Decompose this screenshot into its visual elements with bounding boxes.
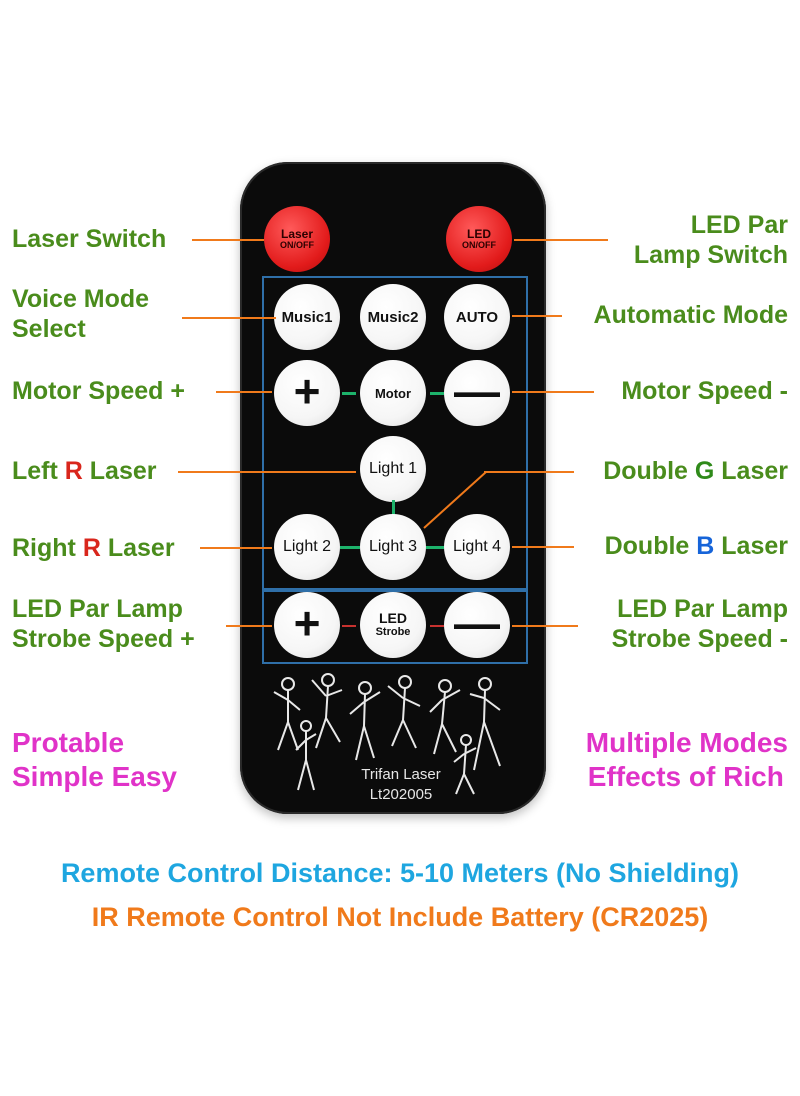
leader-double-b-laser xyxy=(512,546,574,548)
label-led-par-line2: Lamp Switch xyxy=(633,241,788,269)
label-led-par-line1: LED Par xyxy=(690,211,788,239)
double-b-pre: Double xyxy=(604,532,697,560)
led-strobe-sublabel: Strobe xyxy=(375,626,411,638)
motor-label: Motor xyxy=(374,385,412,401)
light1-button[interactable]: Light 1 xyxy=(360,436,426,502)
led-strobe-label: LED xyxy=(379,610,407,626)
strobe-speed-minus-button[interactable]: — xyxy=(444,592,510,658)
leader-motor-speed-minus xyxy=(512,391,594,393)
label-motor-speed-plus: Motor Speed + xyxy=(12,377,185,405)
model-number: Lt202005 xyxy=(369,786,433,803)
double-b-post: Laser xyxy=(714,532,788,560)
label-double-b-laser: Double B Laser xyxy=(605,531,788,561)
laser-button-sublabel: ON/OFF xyxy=(280,240,314,250)
light4-button[interactable]: Light 4 xyxy=(444,514,510,580)
leader-double-g-diagonal xyxy=(423,471,487,529)
music1-button[interactable]: Music1 xyxy=(274,284,340,350)
light1-label: Light 1 xyxy=(368,460,418,477)
leader-voice-mode xyxy=(182,317,276,319)
label-voice-mode-line1: Voice Mode xyxy=(12,285,150,313)
brand-name: Trifan Laser xyxy=(361,766,441,783)
remote-control: Laser ON/OFF LED ON/OFF Music1 Music2 AU… xyxy=(240,162,546,814)
light4-connector xyxy=(426,546,444,549)
label-strobe-plus-line1: LED Par Lamp xyxy=(12,595,183,623)
led-button-sublabel: ON/OFF xyxy=(462,240,496,250)
led-button-label: LED xyxy=(467,227,491,241)
plus-icon: + xyxy=(293,597,321,649)
motor-speed-minus-button[interactable]: — xyxy=(444,360,510,426)
label-motor-speed-minus: Motor Speed - xyxy=(621,377,788,405)
led-strobe-button[interactable]: LED Strobe xyxy=(360,592,426,658)
minus-icon: — xyxy=(454,365,500,417)
motor-left-arrow xyxy=(342,392,356,395)
label-strobe-minus: LED Par Lamp Strobe Speed - xyxy=(612,594,788,654)
light3-button[interactable]: Light 3 xyxy=(360,514,426,580)
strobe-right-arrow xyxy=(430,625,444,627)
right-r-letter: R xyxy=(82,534,101,562)
strobe-left-arrow xyxy=(342,625,356,627)
label-right-r-laser: Right R Laser xyxy=(12,533,175,563)
light4-label: Light 4 xyxy=(452,538,502,555)
label-strobe-plus-line2: Strobe Speed + xyxy=(12,625,195,653)
leader-double-g-laser xyxy=(484,471,574,473)
label-strobe-minus-line2: Strobe Speed - xyxy=(611,625,788,653)
motor-button[interactable]: Motor xyxy=(360,360,426,426)
right-r-post: Laser xyxy=(100,534,175,562)
label-multiple-modes: Multiple Modes Effects of Rich xyxy=(586,726,788,794)
label-led-par-lamp-switch: LED Par Lamp Switch xyxy=(634,210,788,270)
leader-motor-speed-plus xyxy=(216,391,272,393)
double-b-letter: B xyxy=(696,532,715,560)
minus-icon: — xyxy=(454,597,500,649)
light1-connector xyxy=(392,500,395,516)
leader-strobe-minus xyxy=(512,625,578,627)
music2-button[interactable]: Music2 xyxy=(360,284,426,350)
label-voice-mode-line2: Select xyxy=(12,315,86,343)
music2-label: Music2 xyxy=(367,308,419,326)
label-protable-line2: Simple Easy xyxy=(12,761,177,792)
motor-speed-plus-button[interactable]: + xyxy=(274,360,340,426)
led-onoff-button[interactable]: LED ON/OFF xyxy=(446,206,512,272)
label-double-g-laser: Double G Laser xyxy=(603,456,788,486)
music1-label: Music1 xyxy=(281,308,333,326)
left-r-pre: Left xyxy=(12,457,65,485)
light3-label: Light 3 xyxy=(368,538,418,555)
auto-button[interactable]: AUTO xyxy=(444,284,510,350)
double-g-post: Laser xyxy=(714,457,788,485)
double-g-pre: Double xyxy=(603,457,695,485)
leader-left-r-laser xyxy=(178,471,356,473)
leader-automatic-mode xyxy=(512,315,562,317)
main-button-panel xyxy=(262,276,528,592)
label-voice-mode: Voice Mode Select xyxy=(12,284,149,344)
leader-right-r-laser xyxy=(200,547,272,549)
plus-icon: + xyxy=(293,365,321,417)
left-r-post: Laser xyxy=(82,457,157,485)
motor-right-arrow xyxy=(430,392,444,395)
light2-connector xyxy=(340,546,360,549)
light2-label: Light 2 xyxy=(282,538,332,555)
laser-onoff-button[interactable]: Laser ON/OFF xyxy=(264,206,330,272)
auto-label: AUTO xyxy=(455,308,499,326)
label-left-r-laser: Left R Laser xyxy=(12,456,157,486)
dancers-illustration xyxy=(273,673,501,795)
label-protable: Protable Simple Easy xyxy=(12,726,177,794)
label-laser-switch: Laser Switch xyxy=(12,225,167,253)
label-protable-line1: Protable xyxy=(12,727,125,758)
light2-button[interactable]: Light 2 xyxy=(274,514,340,580)
label-multiple-modes-line1: Multiple Modes xyxy=(585,727,788,758)
left-r-letter: R xyxy=(64,457,83,485)
leader-strobe-plus xyxy=(226,625,272,627)
battery-note: IR Remote Control Not Include Battery (C… xyxy=(91,902,709,932)
label-automatic-mode: Automatic Mode xyxy=(593,301,788,329)
distance-note: Remote Control Distance: 5-10 Meters (No… xyxy=(60,858,740,888)
right-r-pre: Right xyxy=(12,534,83,562)
strobe-speed-plus-button[interactable]: + xyxy=(274,592,340,658)
laser-button-label: Laser xyxy=(280,227,314,241)
label-multiple-modes-line2: Effects of Rich xyxy=(587,761,784,792)
double-g-letter: G xyxy=(694,457,715,485)
label-strobe-plus: LED Par Lamp Strobe Speed + xyxy=(12,594,195,654)
leader-led-par-lamp-switch xyxy=(514,239,608,241)
leader-laser-switch xyxy=(192,239,264,241)
label-strobe-minus-line1: LED Par Lamp xyxy=(617,595,788,623)
